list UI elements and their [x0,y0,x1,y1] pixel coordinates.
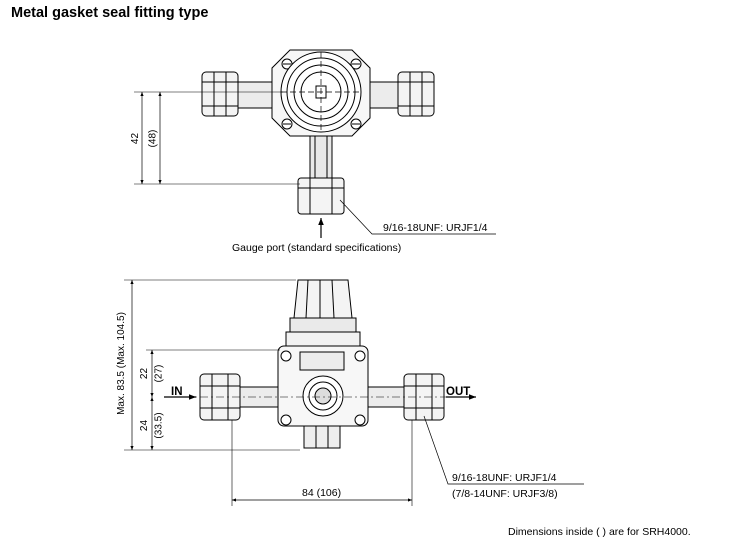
gauge-port-label: Gauge port (standard specifications) [232,242,402,254]
dim-max-height-label: Max. 83.5 (Max. 104.5) [115,312,127,415]
dim-27-label: (27) [153,364,165,383]
dim-33-5-label: (33.5) [153,412,165,439]
front-view [124,279,584,506]
top-view [134,49,496,238]
out-label: OUT [446,386,471,398]
dim-24-label: 24 [139,419,151,432]
dim-22-label: 22 [139,367,151,380]
dim-84-label: 84 (106) [302,487,342,499]
thread-label-2: (7/8-14UNF: URJF3/8) [452,488,558,500]
in-label: IN [171,386,183,398]
gauge-thread-label: 9/16-18UNF: URJF1/4 [383,222,488,234]
page-title: Metal gasket seal fitting type [11,5,209,21]
dim-48-label: (48) [147,129,159,148]
footnote: Dimensions inside ( ) are for SRH4000. [508,526,691,538]
dim-42-label: 42 [130,132,142,145]
thread-label-1: 9/16-18UNF: URJF1/4 [452,472,557,484]
